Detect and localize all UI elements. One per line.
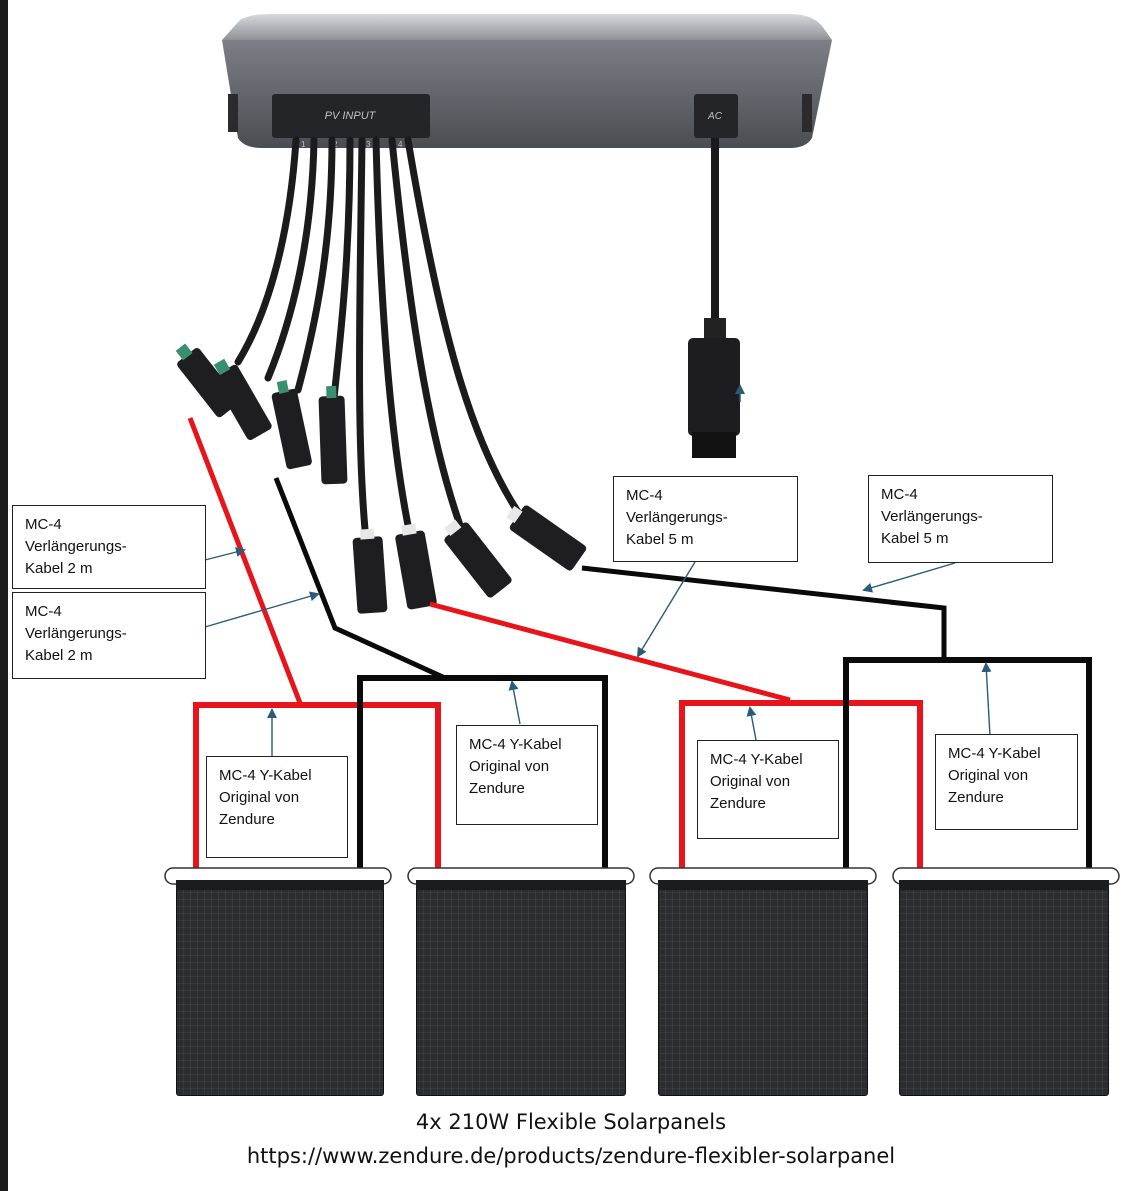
pv-input-label: PV INPUT [325,110,377,122]
mc4-connectors-lower [352,505,587,614]
caption-title: 4x 210W Flexible Solarpanels [415,1110,727,1134]
black-ext-cable-2m [273,477,447,681]
port-number: 4 [398,140,403,149]
caption-url: https://www.zendure.de/products/zendure-… [246,1144,896,1168]
label-extension-cable-2m-a: MC-4 Verlängerungs- Kabel 2 m [12,505,206,589]
y-cables [193,657,1092,878]
left-border [0,0,8,1191]
y-cable-black-right [843,657,1092,878]
label-y-cable-2: MC-4 Y-Kabel Original von Zendure [456,725,598,825]
label-y-cable-3: MC-4 Y-Kabel Original von Zendure [697,740,839,839]
y-cable-red-left [193,702,441,878]
label-y-cable-4: MC-4 Y-Kabel Original von Zendure [935,734,1078,830]
black-ext-cable-5m [581,565,947,658]
port-number: 2 [333,140,338,149]
inverter-device: PV INPUT 1 2 3 4 AC [222,14,832,149]
callout-arrows [204,547,992,756]
red-ext-cable-5m [429,601,791,703]
port-number: 3 [366,140,371,149]
y-cable-black-left [357,675,608,878]
pv-input-port [272,94,430,138]
pv-cables [234,136,524,544]
label-y-cable-1: MC-4 Y-Kabel Original von Zendure [206,756,348,858]
red-ext-cable-2m [187,417,303,704]
extension-cables [187,417,947,704]
label-extension-cable-5m-a: MC-4 Verlängerungs- Kabel 5 m [613,476,798,562]
ac-label: AC [707,111,723,122]
mc4-connectors-upper [175,343,348,485]
solar-panel-4 [899,880,1109,1096]
label-extension-cable-2m-b: MC-4 Verlängerungs- Kabel 2 m [12,592,206,679]
ac-cable [688,138,745,458]
solar-panel-2 [416,880,626,1096]
label-extension-cable-5m-b: MC-4 Verlängerungs- Kabel 5 m [868,475,1053,563]
ac-port [694,94,738,138]
solar-panel-3 [658,880,868,1096]
y-cable-red-right [679,700,923,878]
solar-panel-1 [176,880,384,1096]
port-number: 1 [301,140,306,149]
